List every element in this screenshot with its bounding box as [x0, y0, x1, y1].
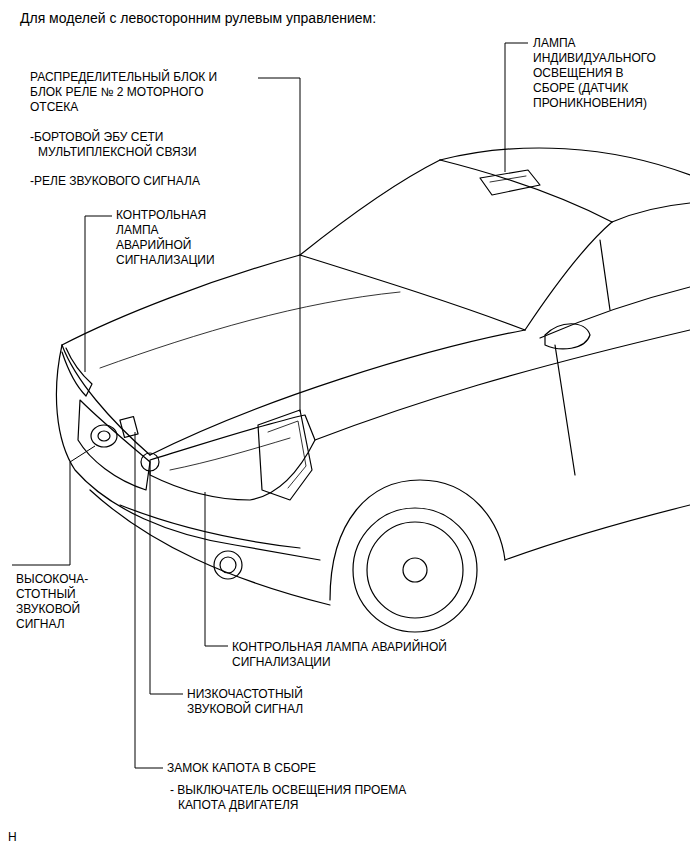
- diagram-title: Для моделей с левосторонним рулевым упра…: [20, 10, 376, 27]
- part-label: НИЗКОЧАСТОТНЫЙ ЗВУКОВОЙ СИГНАЛ: [187, 687, 327, 717]
- part-label: КОНТРОЛЬНАЯ ЛАМПА АВАРИЙНОЙ СИГНАЛИЗАЦИИ: [116, 208, 226, 268]
- sub-part-label: -БОРТОВОЙ ЭБУ СЕТИ МУЛЬТИПЛЕКСНОЙ СВЯЗИ: [30, 130, 228, 160]
- sub-part-label: - ВЫКЛЮЧАТЕЛЬ ОСВЕЩЕНИЯ ПРОЕМА КАПОТА ДВ…: [170, 783, 408, 813]
- sub-part-label: -РЕЛЕ ЗВУКОВОГО СИГНАЛА: [30, 174, 260, 189]
- part-label: РАСПРЕДЕЛИТЕЛЬНЫЙ БЛОК И БЛОК РЕЛЕ № 2 М…: [30, 70, 246, 115]
- part-label: ВЫСОКОЧА-СТОТНЫЙ ЗВУКОВОЙ СИГНАЛ: [16, 572, 100, 632]
- part-label: КОНТРОЛЬНАЯ ЛАМПА АВАРИЙНОЙ СИГНАЛИЗАЦИИ: [232, 640, 482, 670]
- part-label: ЗАМОК КАПОТА В СБОРЕ: [167, 761, 397, 776]
- figure-code: H: [8, 830, 38, 845]
- part-label: ЛАМПА ИНДИВИДУАЛЬНОГО ОСВЕЩЕНИЯ В СБОРЕ …: [533, 36, 667, 111]
